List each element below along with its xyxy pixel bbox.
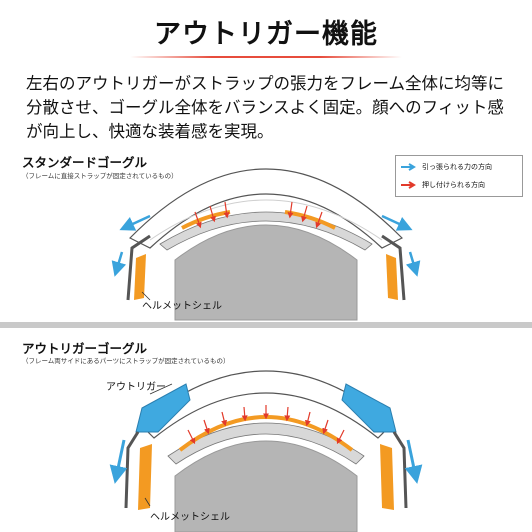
push-arrow-icon — [401, 181, 416, 189]
outrigger-right — [341, 383, 397, 433]
pull-arrow-icon — [401, 163, 416, 171]
legend-push: 押し付けられる方向 — [400, 180, 485, 190]
standard-goggle-diagram — [111, 168, 421, 321]
title-underline — [130, 56, 402, 58]
push-arrows — [194, 201, 323, 229]
standard-section-title: スタンダードゴーグル — [22, 155, 148, 170]
helmet-shell — [174, 224, 358, 321]
legend-pull-label: 引っ張られる力の方向 — [422, 163, 492, 171]
strap-right — [381, 234, 406, 301]
strap-right — [392, 431, 408, 509]
outrigger-section-title: アウトリガーゴーグル — [22, 341, 148, 356]
outrigger-section-subtitle: （フレーム両サイドにあるパーツにストラップが固定されているもの） — [22, 357, 230, 365]
strap-left — [124, 431, 140, 509]
pull-arrows — [111, 214, 421, 277]
strap-left — [126, 234, 151, 301]
standard-helmet-label: ヘルメットシェル — [142, 301, 222, 312]
outrigger-goggle-diagram — [109, 370, 423, 532]
push-arrows — [187, 405, 345, 445]
side-pad-right — [386, 254, 398, 300]
side-pad-left — [134, 254, 146, 300]
outrigger-left — [135, 383, 191, 433]
helmet-shell — [174, 440, 358, 532]
page-title: アウトリガー機能 — [154, 19, 378, 50]
legend-pull: 引っ張られる力の方向 — [400, 162, 492, 172]
outrigger-label: アウトリガー — [106, 382, 166, 393]
side-pad-left — [138, 444, 152, 510]
pull-arrows — [109, 439, 423, 484]
description: 左右のアウトリガーがストラップの張力をフレーム全体に均等に分散させ、ゴーグル全体… — [26, 74, 505, 141]
standard-section-subtitle: （フレームに直接ストラップが固定されているもの） — [22, 172, 178, 180]
legend: 引っ張られる力の方向 押し付けられる方向 — [395, 155, 523, 197]
outrigger-helmet-label: ヘルメットシェル — [150, 512, 230, 523]
legend-push-label: 押し付けられる方向 — [422, 181, 485, 189]
goggle-frame — [128, 168, 404, 249]
face-foam — [167, 422, 365, 465]
section-divider — [0, 322, 532, 328]
side-pad-right — [380, 444, 394, 510]
